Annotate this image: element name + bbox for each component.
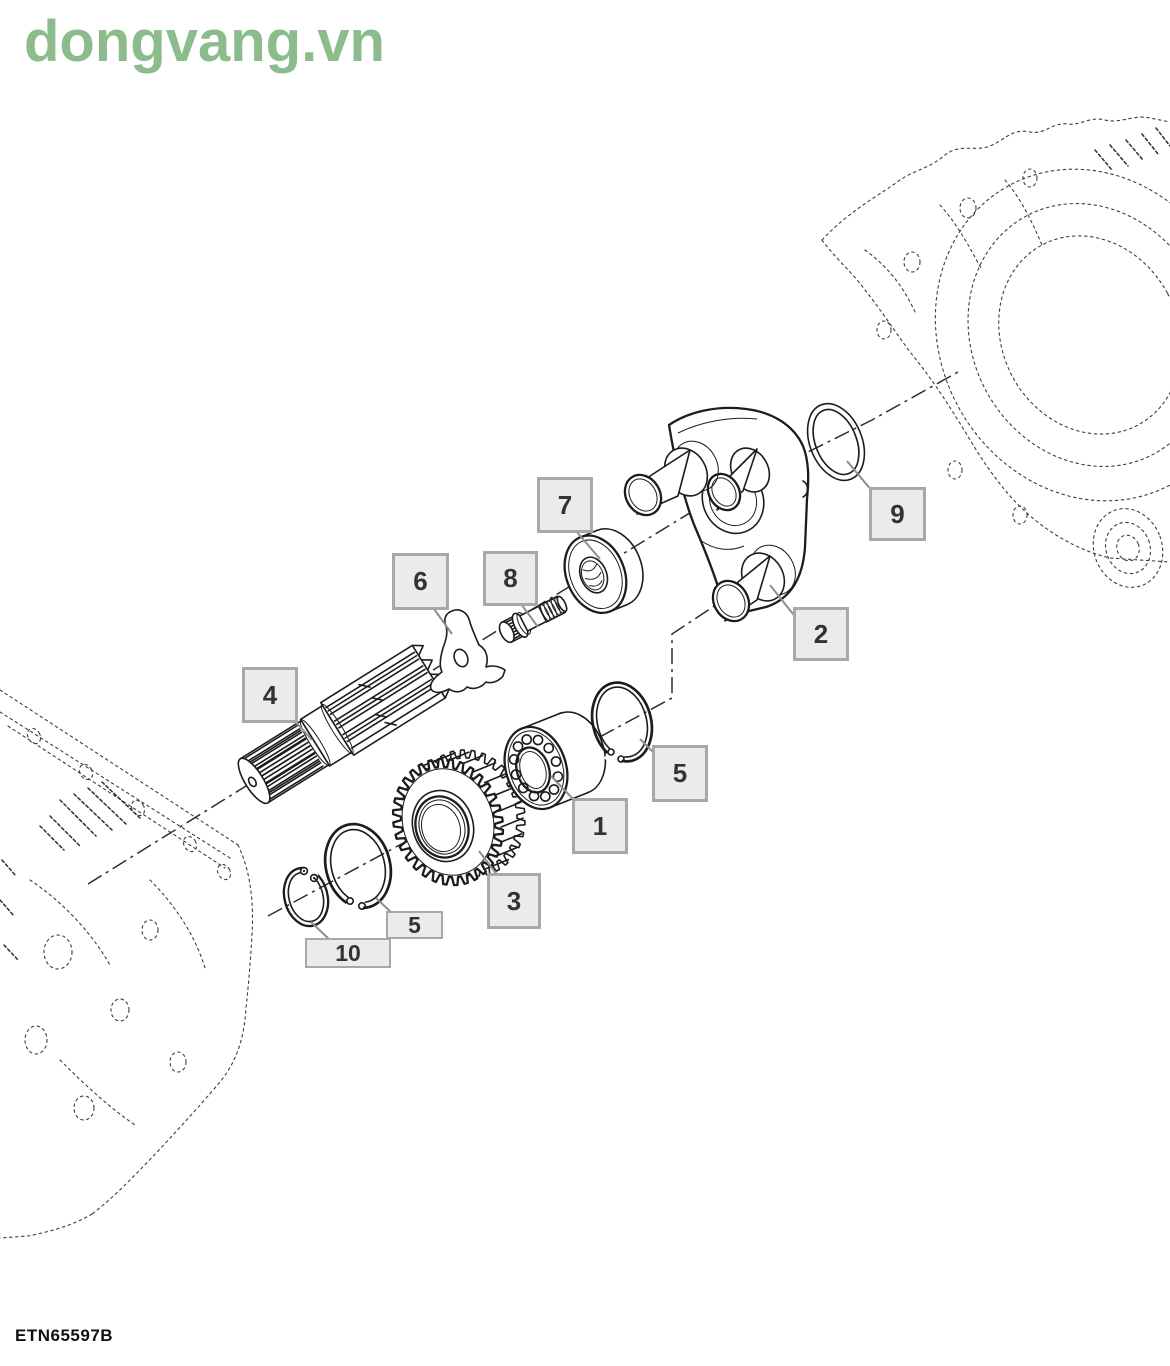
callout-5-upper: 5 — [652, 745, 708, 802]
watermark-logo: dongvang.vn — [24, 9, 385, 74]
callout-2: 2 — [793, 607, 849, 661]
part-1-bearing — [503, 711, 607, 811]
housing-bottom-left — [0, 689, 254, 1239]
callout-3: 3 — [487, 873, 541, 929]
callout-1: 1 — [572, 798, 628, 854]
part-7-washer — [563, 528, 644, 615]
part-2-coupler-flange — [623, 406, 810, 623]
callout-6: 6 — [392, 553, 449, 610]
callout-5-lower: 5 — [386, 911, 443, 939]
callout-4: 4 — [242, 667, 298, 723]
callout-10: 10 — [305, 938, 391, 968]
figure-code: ETN65597B — [15, 1326, 114, 1345]
callout-9: 9 — [869, 487, 926, 541]
part-4-splined-shaft — [237, 644, 451, 805]
part-3-gear — [391, 749, 526, 887]
callout-7: 7 — [537, 477, 593, 533]
part-5-snap-ring-lower — [323, 822, 393, 917]
part-5-snap-ring-upper — [590, 681, 654, 768]
part-6-guide-fork — [429, 609, 506, 694]
part-9-seal-ring — [806, 402, 866, 482]
callout-8: 8 — [483, 551, 538, 606]
